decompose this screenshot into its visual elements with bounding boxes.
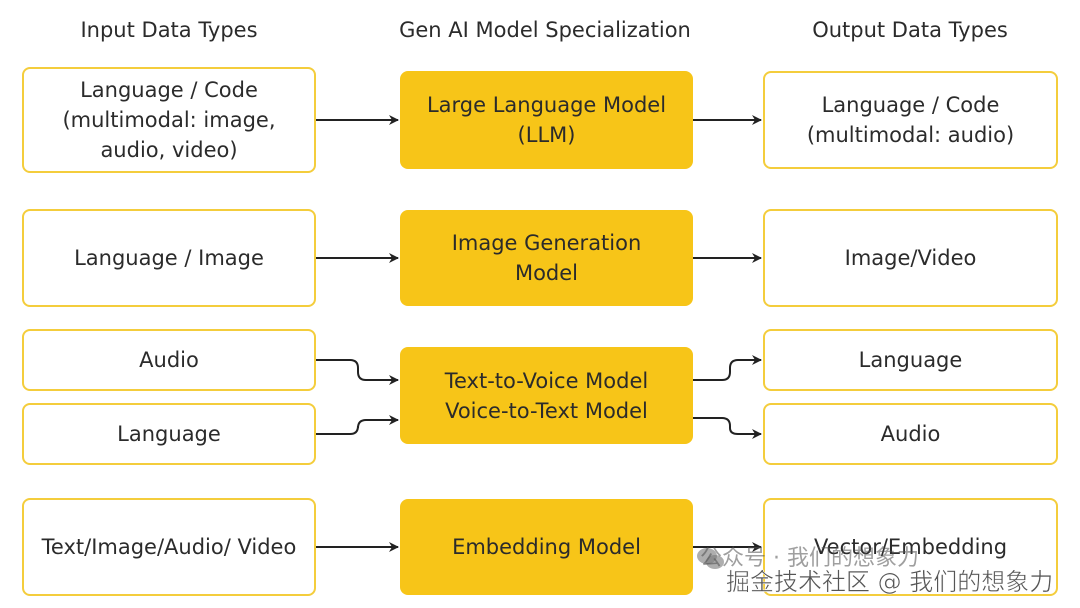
watermark-public-account: 公众号 · 我们的想象力 xyxy=(700,546,919,571)
input-label: Text/Image/Audio/ Video xyxy=(41,535,297,559)
model-label: Text-to-Voice Model Voice-to-Text Model xyxy=(444,368,649,423)
wechat-icon xyxy=(697,548,724,569)
header-input-data-types: Input Data Types xyxy=(80,18,258,42)
output-label: Language xyxy=(858,348,963,372)
input-box-language-image: Language / Image xyxy=(22,209,316,307)
output-box-language: Language xyxy=(763,329,1058,391)
header-model-specialization: Gen AI Model Specialization xyxy=(399,18,691,42)
model-box-image-generation: Image Generation Model xyxy=(400,210,693,306)
model-label: Image Generation Model xyxy=(451,231,642,285)
input-box-language-code: Language / Code (multimodal: image, audi… xyxy=(22,67,316,173)
input-label: Language / Code (multimodal: image, audi… xyxy=(62,78,276,162)
input-box-multimodal: Text/Image/Audio/ Video xyxy=(22,498,316,596)
input-label: Audio xyxy=(139,348,199,372)
input-box-language: Language xyxy=(22,403,316,465)
input-label: Language xyxy=(117,422,221,446)
output-label: Vector/Embedding xyxy=(813,535,1008,559)
model-label: Embedding Model xyxy=(452,535,641,559)
input-label: Language / Image xyxy=(74,246,264,270)
model-box-llm: Large Language Model (LLM) xyxy=(400,71,693,169)
arrow-audio-out xyxy=(693,417,762,439)
output-label: Audio xyxy=(880,422,941,446)
model-box-embedding: Embedding Model xyxy=(400,499,693,595)
arrow-audio-in xyxy=(316,359,399,385)
header-output-data-types: Output Data Types xyxy=(812,18,1008,42)
arrow-language-in xyxy=(316,415,399,435)
input-box-audio: Audio xyxy=(22,329,316,391)
output-label: Image/Video xyxy=(844,246,977,270)
model-label: Large Language Model (LLM) xyxy=(426,93,667,147)
output-box-vector-embedding: Vector/Embedding xyxy=(763,498,1058,596)
arrow-language-out xyxy=(693,355,762,381)
model-box-text-voice: Text-to-Voice Model Voice-to-Text Model xyxy=(400,347,693,444)
output-box-image-video: Image/Video xyxy=(763,209,1058,307)
watermark-juejin: 掘金技术社区 @ 我们的想象力 xyxy=(726,568,1054,597)
output-box-language-code: Language / Code (multimodal: audio) xyxy=(763,71,1058,169)
output-box-audio: Audio xyxy=(763,403,1058,465)
output-label: Language / Code (multimodal: audio) xyxy=(806,93,1015,147)
